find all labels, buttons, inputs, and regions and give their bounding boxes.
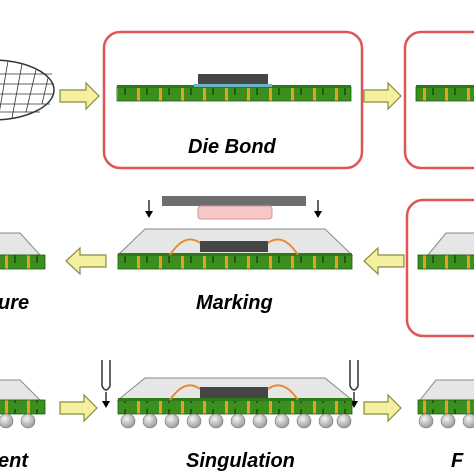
step-label-cure: ure bbox=[0, 292, 30, 314]
solder-balls bbox=[120, 413, 352, 429]
wire-bond-frame bbox=[403, 30, 474, 170]
die-bond-substrate bbox=[116, 85, 352, 102]
step-label-singulation: Singulation bbox=[186, 450, 295, 472]
die-bond-frame bbox=[102, 30, 364, 170]
die-attach bbox=[194, 84, 272, 87]
marking-package bbox=[116, 228, 354, 270]
marking-tool bbox=[162, 196, 306, 220]
saw-blade-icon bbox=[101, 360, 111, 391]
step-label-marking: Marking bbox=[196, 292, 273, 314]
right-arrow-icon bbox=[363, 393, 402, 423]
down-arrow-icon bbox=[314, 200, 322, 218]
ball-attach-package bbox=[0, 379, 46, 429]
right-arrow-icon bbox=[59, 81, 100, 111]
right-arrow-icon bbox=[363, 81, 402, 111]
down-arrow-icon bbox=[145, 200, 153, 218]
cure-package bbox=[0, 232, 46, 270]
left-arrow-icon bbox=[65, 246, 107, 276]
saw-blade-icon bbox=[349, 360, 359, 391]
wire-bond-substrate bbox=[415, 85, 474, 102]
step-label-final: F bbox=[451, 450, 464, 472]
step-label-die-bond: Die Bond bbox=[188, 136, 276, 158]
singulation-package bbox=[116, 377, 354, 415]
wafer-icon bbox=[0, 59, 55, 121]
right-arrow-icon bbox=[59, 393, 98, 423]
cure-frame bbox=[405, 198, 474, 338]
final-package bbox=[417, 379, 474, 429]
die-chip bbox=[198, 74, 268, 86]
step-label-attachment: ent bbox=[0, 450, 28, 472]
mold-package-right bbox=[417, 232, 474, 270]
down-arrow-icon bbox=[102, 392, 110, 408]
left-arrow-icon bbox=[363, 246, 405, 276]
